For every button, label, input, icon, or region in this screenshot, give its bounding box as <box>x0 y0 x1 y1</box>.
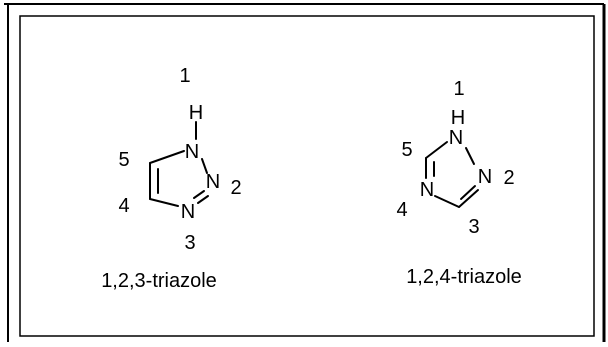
atom-h: H <box>451 107 465 129</box>
bond-c4-n3 <box>149 198 179 207</box>
bond-n2-n3 <box>193 190 205 199</box>
position-2: 2 <box>503 167 514 189</box>
molecule-1-2-3-triazole: H N N N 1 2 3 4 5 1,2,3-triazole <box>101 65 241 292</box>
atom-n2: N <box>478 166 492 188</box>
bond-n1-c5 <box>425 141 448 159</box>
position-3: 3 <box>468 216 479 238</box>
atom-n4: N <box>420 179 434 201</box>
position-4: 4 <box>396 199 407 221</box>
bond-n1-n2 <box>465 147 475 165</box>
molecule-1-2-4-triazole: H N N N 1 2 3 4 5 1,2,4-triazole <box>396 78 521 288</box>
atom-n3: N <box>181 201 195 223</box>
bond-c3-n2 <box>458 189 479 208</box>
inner-box <box>19 15 595 337</box>
position-5: 5 <box>118 149 129 171</box>
figure-frame <box>4 3 606 342</box>
atom-n1: N <box>449 127 463 149</box>
atom-n2: N <box>206 171 220 193</box>
bonds-1-2-4-triazole <box>425 141 479 208</box>
position-1: 1 <box>179 65 190 87</box>
bond-n1-c5 <box>149 150 185 164</box>
bond-n1-n2 <box>201 158 208 174</box>
position-3: 3 <box>184 232 195 254</box>
atom-h: H <box>189 102 203 124</box>
bonds-1-2-3-triazole <box>149 121 209 207</box>
bond-n2-n3-double <box>197 195 209 204</box>
position-2: 2 <box>230 177 241 199</box>
atom-n1: N <box>185 141 199 163</box>
bond-c3-n2-double <box>460 185 476 200</box>
caption-1-2-3-triazole: 1,2,3-triazole <box>101 270 217 292</box>
bond-n4-c3 <box>434 195 460 208</box>
caption-1-2-4-triazole: 1,2,4-triazole <box>406 266 522 288</box>
position-1: 1 <box>453 78 464 100</box>
position-4: 4 <box>118 195 129 217</box>
position-5: 5 <box>401 139 412 161</box>
